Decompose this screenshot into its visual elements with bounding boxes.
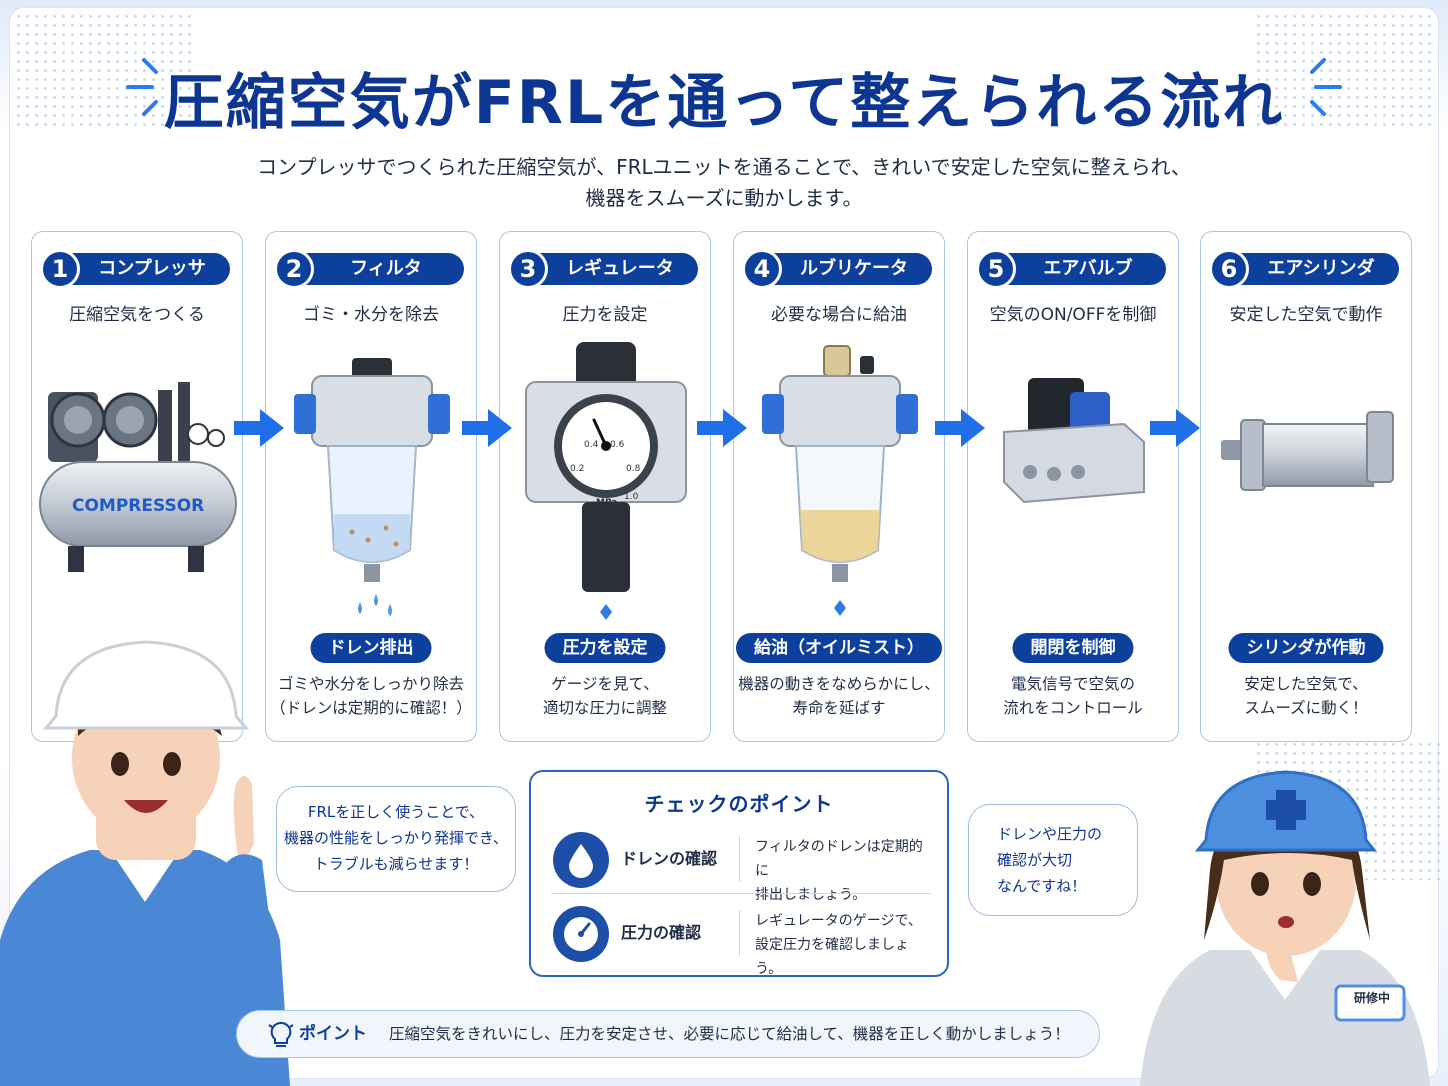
step-card-lubricator: 4 ルブリケータ 必要な場合に給油 給油（オイルミスト） 機器の動きをなめらかに… xyxy=(733,231,945,742)
gauge-tick: 0.8 xyxy=(626,464,641,474)
checkpoint-separator xyxy=(739,836,740,882)
instructor-illustration xyxy=(0,640,290,1086)
air-cylinder-icon xyxy=(1221,411,1394,491)
water-drop-icon xyxy=(553,832,609,888)
step-number: 6 xyxy=(1209,249,1249,289)
step-header: 3 レギュレータ xyxy=(508,249,698,289)
trainee-name-badge: 研修中 xyxy=(1353,991,1390,1005)
trainee-illustration xyxy=(1140,770,1430,1086)
step-badge: 圧力を設定 xyxy=(544,633,666,663)
step-card-air-cylinder: 6 エアシリンダ 安定した空気で動作 シリンダが作動 安定した空気で、 スムーズ… xyxy=(1200,231,1412,742)
step-name: レギュレータ xyxy=(566,258,674,279)
step-note: ゴミや水分をしっかり除去 （ドレンは定期的に確認！） xyxy=(270,675,472,717)
step-note: 機器の動きをなめらかにし、 寿命を延ばす xyxy=(738,675,940,717)
step-header: 1 コンプレッサ xyxy=(40,249,230,289)
checkpoint-description: フィルタのドレンは定期的に 排出しましょう。 xyxy=(755,839,923,903)
step-description: 圧縮空気をつくる xyxy=(69,305,205,325)
step-number: 1 xyxy=(40,249,80,289)
trainee-speech-bubble: ドレンや圧力の 確認が大切 なんですね！ xyxy=(968,804,1138,916)
point-text: 圧縮空気をきれいにし、圧力を安定させ、必要に応じて給油して、機器を正しく動かしま… xyxy=(389,1025,1070,1043)
step-number: 2 xyxy=(274,249,314,289)
flow-arrow-icon xyxy=(462,409,512,447)
step-name: フィルタ xyxy=(350,258,422,279)
step-header: 4 ルブリケータ xyxy=(742,249,932,289)
checkpoint-separator xyxy=(739,910,740,956)
flow-arrow-icon xyxy=(935,409,985,447)
step-name: エアシリンダ xyxy=(1267,258,1375,279)
dot-pattern xyxy=(1254,12,1434,132)
point-bar: ポイント 圧縮空気をきれいにし、圧力を安定させ、必要に応じて給油して、機器を正し… xyxy=(236,1010,1100,1058)
step-note: 電気信号で空気の 流れをコントロール xyxy=(1003,675,1143,717)
checkpoints-panel: チェックのポイント ドレンの確認 フィルタのドレンは定期的に 排出しましょう。 … xyxy=(529,770,949,977)
step-name: ルブリケータ xyxy=(800,258,908,279)
checkpoint-divider xyxy=(551,893,931,894)
pressure-gauge-icon xyxy=(553,906,609,962)
step-card-regulator: 3 レギュレータ 圧力を設定 0.2 0.4 0.6 0.8 1.0 MPa 圧… xyxy=(499,231,711,742)
step-number: 3 xyxy=(508,249,548,289)
gauge-tick: 0.4 xyxy=(584,440,599,450)
step-description: 安定した空気で動作 xyxy=(1229,305,1383,325)
page-subtitle: コンプレッサでつくられた圧縮空気が、FRLユニットを通ることで、きれいで安定した… xyxy=(257,155,1191,210)
step-header: 5 エアバルブ xyxy=(976,249,1166,289)
step-description: 空気のON/OFFを制御 xyxy=(989,305,1157,325)
dot-pattern xyxy=(14,12,194,132)
step-number: 4 xyxy=(742,249,782,289)
step-badge: 開閉を制御 xyxy=(1012,633,1134,663)
title-spark-right-icon xyxy=(1310,58,1342,116)
compressor-label: COMPRESSOR xyxy=(72,496,205,516)
step-card-compressor: 1 コンプレッサ 圧縮空気をつくる COMPRESSOR xyxy=(31,231,243,742)
point-label: ポイント xyxy=(299,1024,367,1044)
air-compressor-icon xyxy=(39,382,237,572)
checkpoint-row: ドレンの確認 フィルタのドレンは定期的に 排出しましょう。 xyxy=(551,826,931,903)
step-description: 圧力を設定 xyxy=(562,305,648,325)
checkpoint-name: ドレンの確認 xyxy=(621,849,718,868)
solenoid-valve-icon xyxy=(1003,378,1145,504)
lightbulb-icon xyxy=(268,1021,294,1047)
gauge-tick: 1.0 xyxy=(624,492,639,502)
air-filter-icon xyxy=(294,358,450,616)
gauge-tick: 0.6 xyxy=(610,440,625,450)
checkpoint-description: レギュレータのゲージで、 設定圧力を確認しましょう。 xyxy=(755,913,922,977)
step-note: ゲージを見て、 適切な圧力に調整 xyxy=(542,675,667,717)
step-header: 6 エアシリンダ xyxy=(1209,249,1399,289)
checkpoint-name: 圧力の確認 xyxy=(621,923,702,942)
step-badge: ドレン排出 xyxy=(310,633,432,663)
step-badge: シリンダが作動 xyxy=(1228,633,1384,663)
step-header: 2 フィルタ xyxy=(274,249,464,289)
lubricator-icon xyxy=(762,345,918,616)
step-note: 安定した空気で、 スムーズに動く！ xyxy=(1244,675,1368,717)
step-name: エアバルブ xyxy=(1043,258,1133,279)
flow-arrow-icon xyxy=(697,409,747,447)
instructor-speech-bubble: FRLを正しく使うことで、 機器の性能をしっかり発揮でき、 トラブルも減らせます… xyxy=(276,786,516,892)
page-title: 圧縮空気がFRLを通って整えられる流れ xyxy=(163,68,1285,138)
checkpoint-row: 圧力の確認 レギュレータのゲージで、 設定圧力を確認しましょう。 xyxy=(551,900,931,977)
flow-arrow-icon xyxy=(1150,409,1200,447)
step-description: ゴミ・水分を除去 xyxy=(303,305,439,325)
step-number: 5 xyxy=(976,249,1016,289)
gauge-needle-icon xyxy=(582,418,630,620)
checkpoints-title: チェックのポイント xyxy=(644,792,834,816)
flow-arrow-icon xyxy=(234,409,284,447)
step-card-filter: 2 フィルタ ゴミ・水分を除去 ドレン排出 ゴミや水分をしっかり除去 （ドレンは… xyxy=(265,231,477,742)
step-name: コンプレッサ xyxy=(98,258,206,279)
title-spark-left-icon xyxy=(126,58,158,116)
gauge-tick: 0.2 xyxy=(570,464,585,474)
step-description: 必要な場合に給油 xyxy=(771,305,907,325)
step-card-air-valve: 5 エアバルブ 空気のON/OFFを制御 開閉を制御 電気信号で空気の 流れをコ… xyxy=(967,231,1179,742)
step-badge: 給油（オイルミスト） xyxy=(736,633,942,663)
